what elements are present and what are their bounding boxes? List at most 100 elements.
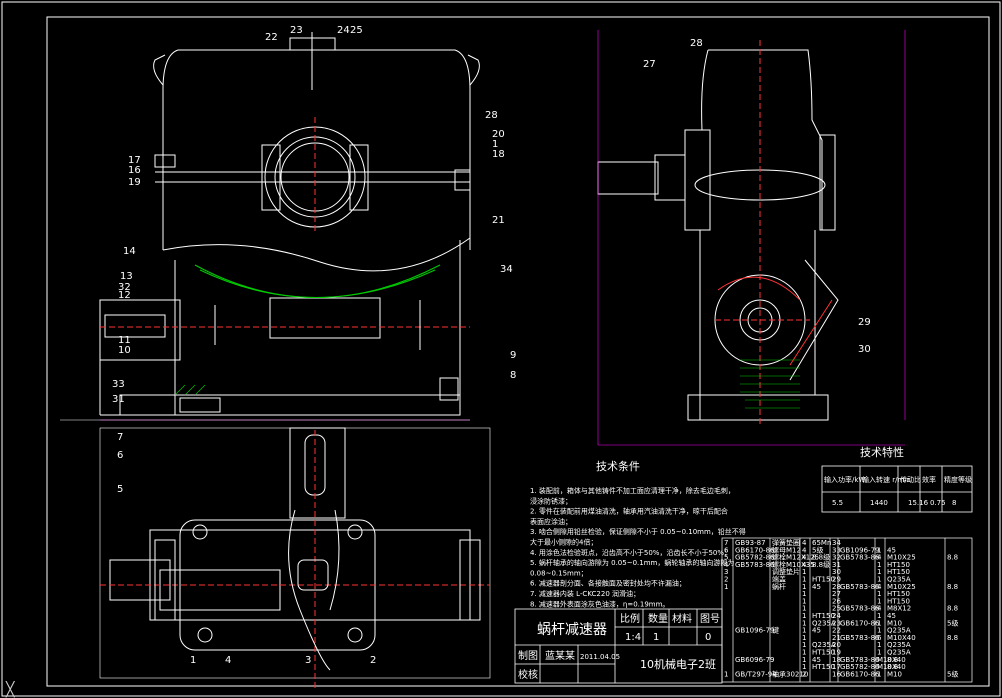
bom-cell: 65Mn <box>812 539 831 547</box>
bom-cell: 1 <box>802 627 806 635</box>
front-label: 17 <box>128 155 141 166</box>
bom-cell: 5级 <box>947 618 958 627</box>
bom-cell: HT150 <box>812 649 835 657</box>
bom-cell: 1 <box>802 597 806 605</box>
bom-cell: 8.8 <box>887 656 898 664</box>
bom-cell: M10X40 <box>877 656 906 664</box>
bom-cell: 4 <box>802 546 807 554</box>
front-label: 19 <box>128 177 141 188</box>
bom-cell: 31 <box>832 561 841 569</box>
bom-cell: 18 <box>832 656 841 664</box>
tech-spec-value: 0.75 <box>930 499 946 507</box>
bom-cell: GB5783-86 <box>840 605 880 613</box>
front-label: 24 <box>337 25 350 36</box>
bom-cell: 1 <box>877 546 881 554</box>
bom-cell: GB1096-79 <box>735 627 774 635</box>
bom-cell: 4 <box>877 554 882 562</box>
bom-cell: 1 <box>724 583 728 591</box>
bom-cell: HT150 <box>812 576 835 584</box>
bom-cell: 4 <box>724 561 729 569</box>
bom-cell: 27 <box>832 590 841 598</box>
bom-cell: 8.8 <box>887 663 898 671</box>
bom-cell: 螺母M12 <box>772 545 801 554</box>
bom-cell: 1 <box>802 583 806 591</box>
bom-cell: Q235A <box>812 619 836 627</box>
top-view <box>99 427 491 690</box>
title-block-grid <box>514 608 723 684</box>
tech-spec-value: 1440 <box>870 499 888 507</box>
bom-cell: 29 <box>832 576 841 584</box>
bom-cell: 17 <box>832 663 841 671</box>
bom-cell: M10X25 <box>887 583 916 591</box>
front-label: 8 <box>510 370 516 381</box>
title-block-value: 1 <box>653 632 659 643</box>
bom-cell: Q235A <box>812 641 836 649</box>
title-block-value: 0 <box>705 632 711 643</box>
tech-spec-header: 输入转速 r/min <box>862 475 911 484</box>
top-label: 1 <box>190 655 196 666</box>
front-label: 25 <box>350 25 363 36</box>
bom-cell: HT150 <box>887 561 910 569</box>
bom-cell: 1 <box>802 619 806 627</box>
bom-cell: GB/T297-94 <box>735 670 777 678</box>
bom-cell: 螺栓M10X35 <box>772 560 815 569</box>
tech-spec-value: 8 <box>952 499 956 507</box>
front-label: 16 <box>128 165 141 176</box>
top-label: 7 <box>117 432 123 443</box>
bom-cell: 1 <box>802 641 806 649</box>
bom-cell: 1 <box>877 612 881 620</box>
title-block-header: 比例 <box>620 612 640 625</box>
front-label: 22 <box>265 32 278 43</box>
title-block-date: 2011.04.05 <box>580 653 620 661</box>
bom-cell: M10X40 <box>877 663 906 671</box>
bom-cell: 1 <box>802 634 806 642</box>
bom-cell: 45 <box>812 627 821 635</box>
bom-cell: HT150 <box>812 612 835 620</box>
bom-cell: 1 <box>802 656 806 664</box>
bom-cell: 1 <box>802 663 806 671</box>
front-label: 32 <box>118 282 131 293</box>
front-label: 20 <box>492 129 505 140</box>
bom-cell: 端盖 <box>772 575 786 584</box>
bom-cell: 8.8 <box>947 605 958 613</box>
bom-cell: 8.8级 <box>812 560 830 569</box>
bom-cell: GB5783-86 <box>840 554 880 562</box>
bom-cell: 33 <box>832 546 841 554</box>
bom-cell: 1 <box>802 568 806 576</box>
tech-req-line: 0.08~0.15mm； <box>530 569 588 577</box>
bom-cell: Q235A <box>887 576 911 584</box>
bom-cell: 1 <box>877 627 881 635</box>
bom-cell: HT150 <box>812 663 835 671</box>
bom-cell: 1 <box>802 590 806 598</box>
bom-cell: 19 <box>832 649 841 657</box>
bom-cell: 4 <box>877 583 882 591</box>
top-label: 2 <box>370 655 376 666</box>
tech-req-line: 3. 啮合侧隙用铅丝检验，保证侧隙不小于 0.05~0.10mm，铅丝不得 <box>530 527 746 536</box>
tech-req-line: 表面应涂油； <box>530 517 572 526</box>
tech-req-title: 技术条件 <box>596 459 640 473</box>
bom-cell: 45 <box>887 546 896 554</box>
bom-cell: 20 <box>832 641 841 649</box>
bom-cell: GB5782-86 <box>735 554 775 562</box>
bom-cell: 1 <box>877 649 881 657</box>
tech-spec-header: 传动比 <box>900 475 921 484</box>
bom-cell: 24 <box>832 612 841 620</box>
bom-cell: Q235A <box>887 649 911 657</box>
title-block-header: 图号 <box>700 613 720 625</box>
tech-req-line: 5. 蜗杆轴承的轴向游隙为 0.05~0.1mm，蜗轮轴承的轴向游隙为 <box>530 558 734 567</box>
bom-cell: Q235A <box>887 627 911 635</box>
bom-cell: GB5783-86 <box>840 656 880 664</box>
bom-cell: 34 <box>832 539 841 547</box>
bom-cell: HT150 <box>887 590 910 598</box>
bom-cell: 22 <box>832 627 841 635</box>
side-label: 30 <box>858 344 871 355</box>
bom-cell: 蜗杆 <box>772 582 786 591</box>
tech-req-line: 大于最小侧隙的4倍； <box>530 538 597 547</box>
side-label: 28 <box>690 38 703 49</box>
bom-cell: 23 <box>832 619 841 627</box>
